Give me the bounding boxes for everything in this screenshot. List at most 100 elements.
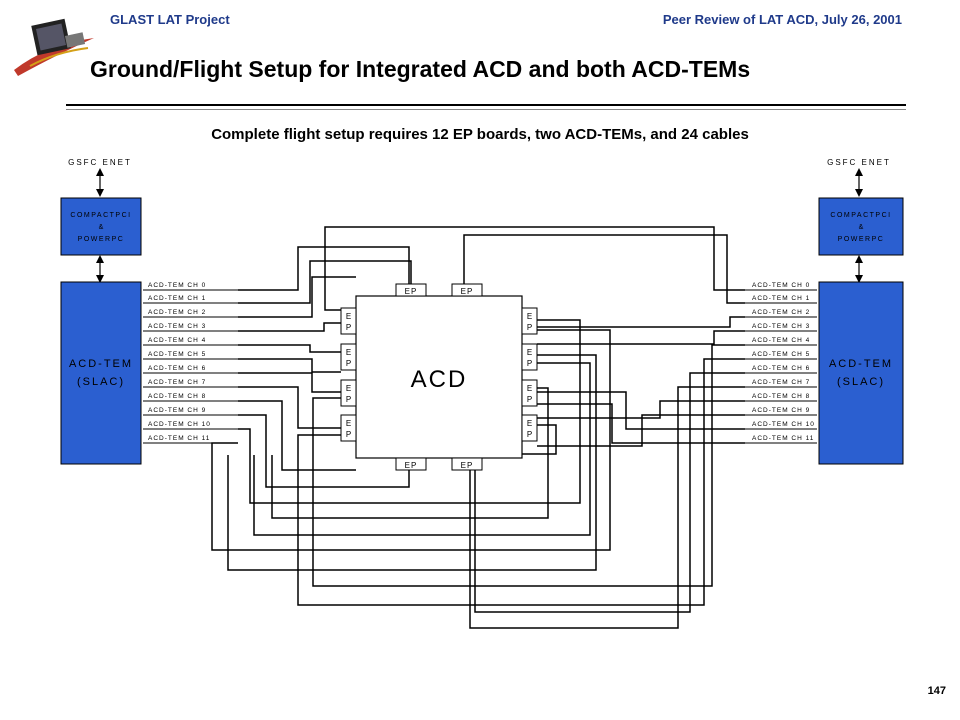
left-channel-label: ACD-TEM CH 8	[148, 393, 206, 400]
ep-board	[451, 457, 483, 471]
cable	[537, 403, 745, 444]
left-channel-label: ACD-TEM CH 1	[148, 295, 206, 302]
cable	[312, 344, 745, 587]
cable	[238, 322, 341, 332]
right-cpci-line1: COMPACTPCI	[830, 212, 891, 219]
ep-board	[521, 414, 538, 442]
left-channel-label: ACD-TEM CH 7	[148, 379, 206, 386]
left-compactpci-box	[60, 197, 142, 256]
cable	[537, 391, 745, 430]
left-enet-label: GSFC ENET	[68, 158, 132, 167]
right-tem-sublabel: (SLAC)	[837, 376, 885, 388]
cable	[271, 387, 549, 519]
cable	[537, 316, 745, 328]
ep-board-label-e: E	[346, 348, 351, 357]
left-cpci-line3: POWERPC	[78, 236, 125, 243]
ep-board	[340, 414, 357, 442]
left-channel-label: ACD-TEM CH 10	[148, 421, 211, 428]
cable	[253, 362, 591, 536]
ep-board-label-e: E	[346, 312, 351, 321]
cable	[463, 234, 745, 304]
acd-box	[355, 295, 523, 459]
left-cpci-line1: COMPACTPCI	[70, 212, 131, 219]
ep-board-label-e: E	[527, 312, 532, 321]
page-number: 147	[927, 685, 946, 697]
left-channel-label: ACD-TEM CH 4	[148, 337, 206, 344]
ep-board	[340, 307, 357, 335]
cable	[537, 400, 745, 419]
ep-board-label-e: E	[346, 419, 351, 428]
ep-board-label-p: P	[346, 395, 351, 404]
acd-label: ACD	[411, 366, 468, 393]
cable	[238, 372, 341, 393]
glast-satellite-logo-icon	[14, 18, 94, 76]
right-channel-label: ACD-TEM CH 5	[752, 351, 810, 358]
cable	[238, 276, 356, 318]
title-rule	[66, 104, 906, 106]
ep-board	[521, 307, 538, 335]
cable	[238, 358, 341, 373]
ep-board-label: EP	[405, 461, 418, 470]
cable	[469, 386, 745, 629]
right-compactpci-box	[818, 197, 904, 256]
right-channel-label: ACD-TEM CH 11	[752, 435, 814, 442]
ep-board	[521, 343, 538, 371]
left-channel-label: ACD-TEM CH 0	[148, 282, 206, 289]
ep-board-label-e: E	[346, 384, 351, 393]
left-channel-label: ACD-TEM CH 2	[148, 309, 206, 316]
right-channel-labels: ACD-TEM CH 0 ACD-TEM CH 1 ACD-TEM CH 2 ACD-…	[745, 282, 817, 444]
ep-board-label: EP	[405, 287, 418, 296]
ep-board-label-p: P	[346, 430, 351, 439]
header-review: Peer Review of LAT ACD, July 26, 2001	[662, 12, 902, 27]
cable	[537, 414, 745, 447]
ep-board	[340, 379, 357, 407]
left-channel-label: ACD-TEM CH 9	[148, 407, 206, 414]
left-tem-sublabel: (SLAC)	[77, 376, 125, 388]
cable	[537, 330, 745, 345]
left-channel-label: ACD-TEM CH 11	[148, 435, 210, 442]
ep-board-label: EP	[461, 461, 474, 470]
right-channel-label: ACD-TEM CH 0	[752, 282, 810, 289]
ep-board-label-e: E	[527, 348, 532, 357]
left-channel-label: ACD-TEM CH 3	[148, 323, 206, 330]
right-channel-label: ACD-TEM CH 9	[752, 407, 810, 414]
ep-board	[395, 457, 427, 471]
left-cpci-line2: &	[99, 224, 104, 231]
right-acd-tem-box	[818, 281, 904, 465]
ep-board-label-p: P	[346, 323, 351, 332]
cable	[238, 386, 341, 429]
ep-board-label-p: P	[527, 430, 532, 439]
subtitle: Complete flight setup requires 12 EP boa…	[211, 126, 749, 143]
right-stack: GSFC ENET COMPACTPCI & POWERPC ACD-TEM (…	[818, 158, 904, 465]
title-rule-thin	[66, 109, 906, 110]
ep-board-label-e: E	[527, 419, 532, 428]
left-stack: GSFC ENET COMPACTPCI & POWERPC ACD-TEM (…	[60, 158, 142, 465]
right-channel-label: ACD-TEM CH 6	[752, 365, 810, 372]
cable	[474, 372, 745, 613]
right-channel-label: ACD-TEM CH 2	[752, 309, 810, 316]
cable	[227, 354, 597, 571]
right-channel-label: ACD-TEM CH 4	[752, 337, 810, 344]
ep-board	[521, 379, 538, 407]
cable-wiring	[211, 226, 745, 629]
cable	[493, 424, 557, 455]
right-channel-label: ACD-TEM CH 10	[752, 421, 815, 428]
right-channel-label: ACD-TEM CH 7	[752, 379, 810, 386]
left-acd-tem-box	[60, 281, 142, 465]
right-cpci-line2: &	[859, 224, 864, 231]
ep-board-label: EP	[461, 287, 474, 296]
ep-board-label-e: E	[527, 384, 532, 393]
ep-board	[451, 283, 483, 297]
cable	[238, 260, 412, 304]
ep-board-label-p: P	[346, 359, 351, 368]
right-enet-label: GSFC ENET	[827, 158, 891, 167]
cable	[297, 358, 745, 606]
right-channel-label: ACD-TEM CH 8	[752, 393, 810, 400]
ep-board-label-p: P	[527, 323, 532, 332]
right-channel-label: ACD-TEM CH 1	[752, 295, 810, 302]
cable	[238, 246, 410, 291]
left-tem-label: ACD-TEM	[69, 358, 133, 370]
cable	[238, 414, 410, 488]
ep-board-label-p: P	[527, 359, 532, 368]
